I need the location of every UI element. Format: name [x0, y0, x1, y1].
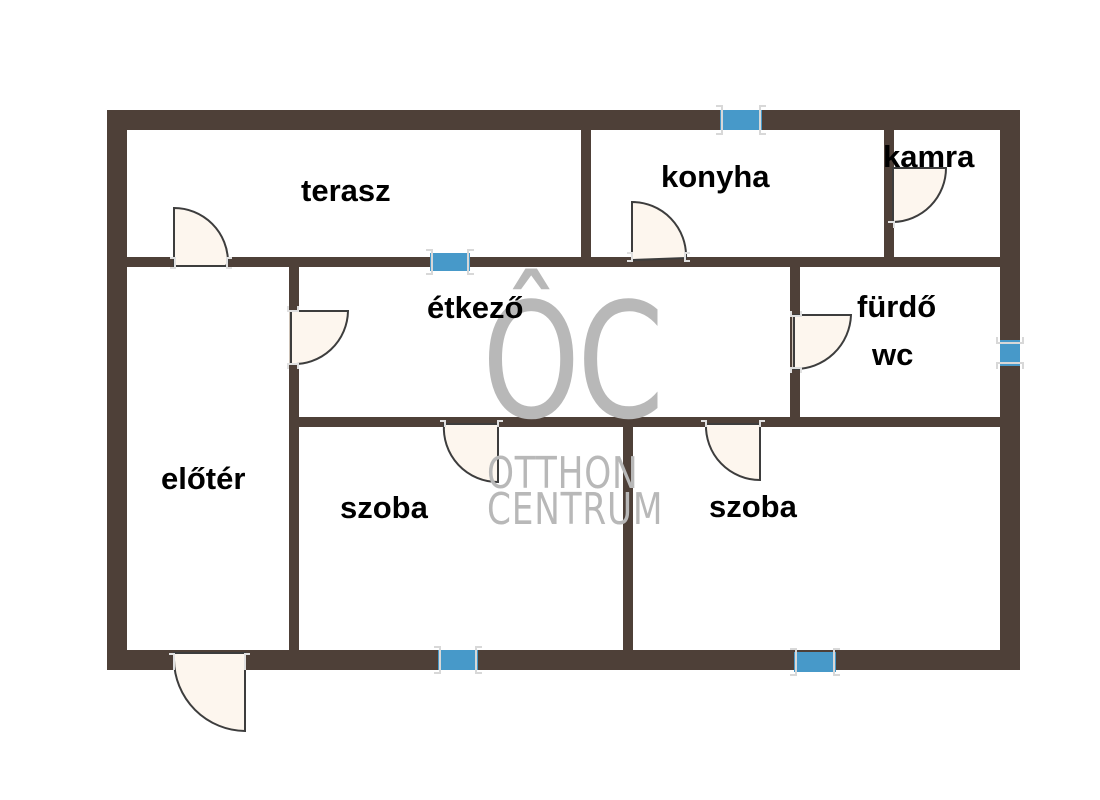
room-label-furdo: fürdő: [857, 289, 937, 324]
door-szoba1: [440, 420, 503, 484]
room-label-etkezo: étkező: [427, 290, 524, 325]
window-terasz-etkezo: [426, 249, 474, 275]
wall-eloter-right: [289, 267, 299, 650]
door-konyha: [627, 200, 690, 262]
wall-right: [1000, 110, 1020, 670]
wall-szoba-szoba: [623, 427, 633, 650]
watermark-line1: OTTHON: [487, 448, 639, 499]
wall-bottom: [107, 650, 1020, 670]
door-furdo: [790, 311, 853, 373]
windows: [426, 105, 1024, 676]
wall-terasz-konyha: [581, 130, 591, 257]
room-label-szoba-2: szoba: [709, 489, 797, 524]
watermark-logo: ÔC: [482, 268, 664, 455]
wall-konyha-kamra: [884, 130, 894, 257]
room-label-wc: wc: [872, 337, 914, 372]
door-etkezo: [287, 306, 350, 369]
door-terasz: [170, 206, 232, 269]
window-szoba1-bottom: [434, 646, 482, 674]
watermark-line2: CENTRUM: [487, 484, 664, 535]
window-konyha-top: [716, 105, 766, 135]
wall-etkezo-bottom: [299, 417, 1000, 427]
room-label-kamra: kamra: [883, 139, 975, 174]
wall-top: [107, 110, 1020, 130]
room-label-eloter: előtér: [161, 461, 246, 496]
window-furdo-right: [996, 337, 1024, 369]
door-szoba2: [701, 420, 765, 482]
window-szoba2-bottom: [790, 648, 840, 676]
doors: [169, 167, 948, 733]
room-label-szoba-1: szoba: [340, 490, 428, 525]
wall-terasz-bottom: [127, 257, 1000, 267]
room-label-terasz: terasz: [301, 173, 391, 208]
walls: [107, 110, 1020, 670]
wall-left: [107, 110, 127, 670]
door-entrance: [169, 652, 250, 733]
room-label-konyha: konyha: [661, 159, 770, 194]
door-kamra: [888, 167, 948, 228]
